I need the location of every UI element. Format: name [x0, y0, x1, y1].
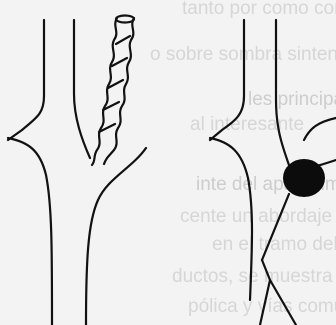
bleed-line-4: al interesante	[190, 114, 304, 135]
main-vessel-left-wall	[8, 20, 44, 140]
twisted-branch-ring-1	[116, 36, 130, 44]
vessel-twisted-branch-drawing	[8, 16, 146, 325]
main-vessel-right-wall	[74, 20, 90, 158]
bleed-line-8: ductos, se muestra	[172, 266, 333, 287]
twisted-branch-left-edge	[92, 18, 117, 165]
main-vessel-right-wall-lower	[86, 148, 146, 325]
main-vessel-left-wall-lower	[8, 138, 52, 325]
bleed-line-7: en el tramo del músculo	[212, 234, 336, 255]
twisted-branch-stump-end	[116, 16, 134, 23]
occluding-mass-blob	[284, 160, 324, 196]
bleed-line-1: tanto por como completo	[182, 0, 336, 19]
bleed-line-3: les principales	[248, 89, 336, 110]
bleed-line-6: cente un abordaje	[180, 206, 332, 227]
right-vessel-branch-upper	[304, 118, 336, 140]
twisted-branch-right-edge	[104, 18, 134, 164]
